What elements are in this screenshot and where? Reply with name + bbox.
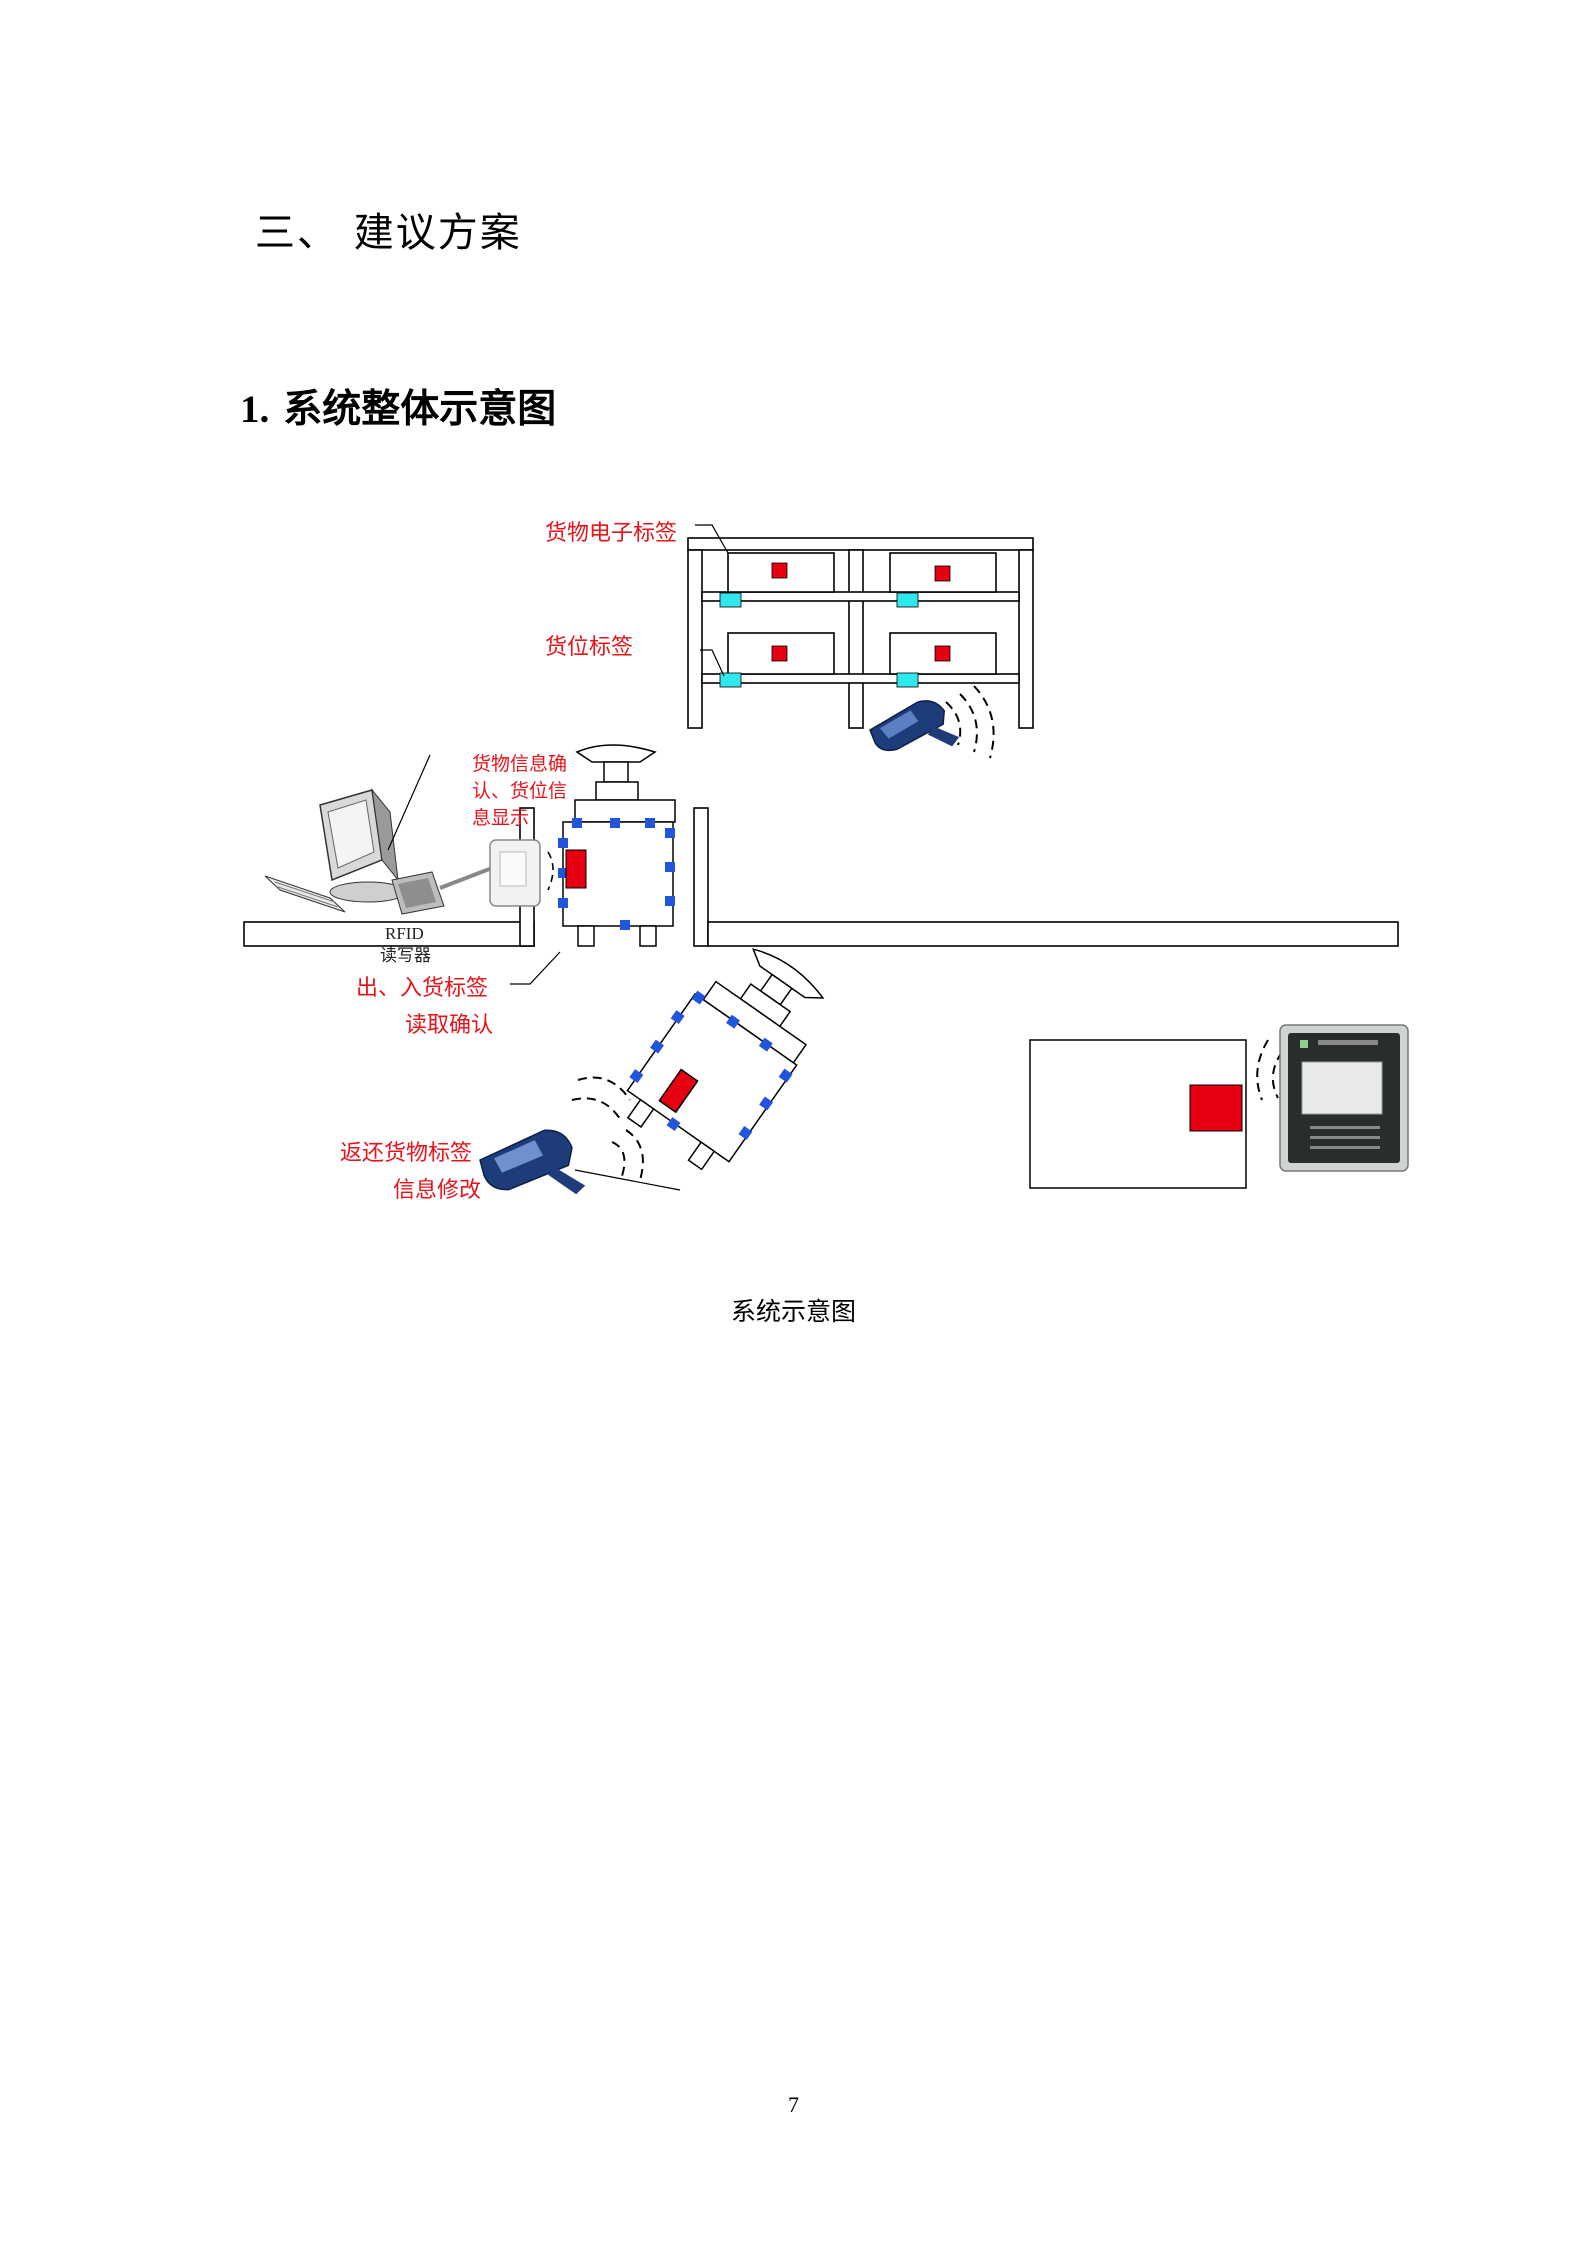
- box-goods-tag: [1189, 1084, 1243, 1132]
- slot-tag: [719, 672, 742, 688]
- shelf-unit: [687, 537, 1034, 729]
- section-heading: 三、 建议方案: [255, 210, 522, 256]
- label-return-2: 信息修改: [393, 1178, 481, 1203]
- label-inout-1: 出、入货标签: [356, 976, 488, 1001]
- slot-tags: [719, 592, 919, 688]
- goods-tag: [934, 565, 951, 582]
- cart-goods-tag: [565, 849, 587, 889]
- slot-tag: [896, 592, 919, 608]
- subsection-title: 系统整体示意图: [283, 387, 557, 432]
- slot-tag: [719, 592, 742, 608]
- goods-tag: [771, 562, 788, 579]
- subsection-number: 1.: [240, 388, 270, 431]
- rfid-reader-icon: [391, 866, 493, 915]
- label-rfid: RFID: [385, 924, 424, 943]
- signal-waves-return: [571, 1076, 644, 1181]
- cart-tags: [558, 818, 675, 930]
- handheld-reader-return-icon: [479, 1129, 586, 1195]
- goods-tags: [771, 562, 951, 662]
- figure-caption: 系统示意图: [730, 1297, 856, 1326]
- system-diagram: 货物电子标签 货位标签 货物: [243, 521, 1409, 1203]
- goods-box: [1029, 1039, 1247, 1189]
- cart-tilted: [626, 948, 825, 1171]
- label-confirm-3: 息显示: [472, 807, 529, 829]
- label-confirm-2: 认、货位信: [472, 780, 567, 802]
- goods-tag: [934, 645, 951, 662]
- label-reader: 读写器: [380, 946, 431, 965]
- label-slot-tag: 货位标签: [545, 635, 633, 660]
- label-goods-tag: 货物电子标签: [545, 521, 677, 546]
- terminal-device-icon: [1279, 1024, 1409, 1172]
- slot-tag: [896, 672, 919, 688]
- subsection-heading: 1. 系统整体示意图: [240, 378, 556, 434]
- wall-reader-icon: [489, 839, 541, 907]
- cart-top: [562, 744, 676, 947]
- label-confirm-1: 货物信息确: [472, 753, 567, 775]
- label-inout-2: 读取确认: [405, 1013, 493, 1038]
- signal-waves-terminal: [1256, 1039, 1283, 1101]
- computer-icon: [264, 788, 407, 913]
- page-number: 7: [788, 2092, 799, 2117]
- signal-waves: [945, 685, 995, 759]
- goods-tag: [771, 645, 788, 662]
- handheld-reader-icon: [869, 700, 960, 752]
- label-return-1: 返还货物标签: [340, 1141, 472, 1166]
- floor-walls: [243, 807, 1399, 947]
